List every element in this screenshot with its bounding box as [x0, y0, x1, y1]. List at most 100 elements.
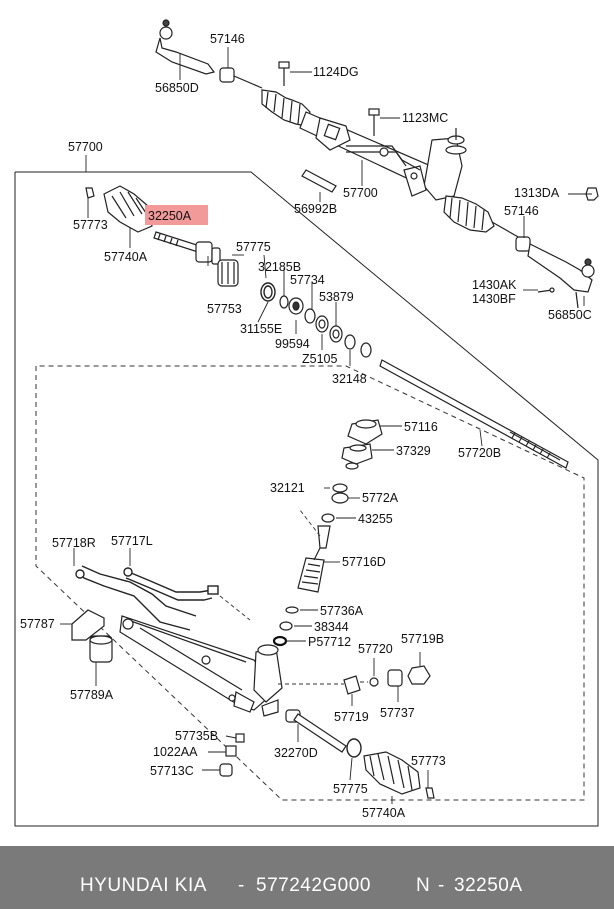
seal-37329	[341, 443, 373, 465]
bellows-57753	[217, 259, 239, 287]
plug-57720	[369, 677, 379, 687]
seal-57116	[347, 419, 383, 445]
footer-separator-1: -	[238, 875, 245, 896]
nut-left-top	[219, 67, 263, 89]
seal-P57712	[272, 635, 288, 647]
part-labels: 56850D 57146 1124DG 1123MC 57700 57700 5…	[20, 32, 592, 820]
label-57736A: 57736A	[320, 604, 364, 618]
bracket-57787	[71, 609, 105, 641]
ring-32185B	[279, 295, 289, 309]
label-43255: 43255	[358, 512, 393, 526]
bushing-99594	[288, 297, 304, 315]
label-32270D: 32270D	[274, 746, 318, 760]
label-P57712: P57712	[308, 635, 351, 649]
rack-housing-assembly	[261, 89, 521, 239]
ring-38344	[279, 621, 293, 631]
oring-57734	[304, 308, 316, 324]
label-1022AA: 1022AA	[153, 745, 198, 759]
label-32250A: 32250A	[148, 209, 192, 223]
clip-57773-bottom	[425, 787, 435, 799]
label-56850C: 56850C	[548, 308, 592, 322]
label-1430AK: 1430AK	[472, 278, 517, 292]
label-5772A: 5772A	[362, 491, 399, 505]
label-57720: 57720	[358, 642, 393, 656]
tie-rod-end-left	[155, 19, 216, 75]
inner-tie-rod-32270D	[285, 709, 347, 753]
washer-Z5105	[315, 315, 329, 333]
cap-57713C	[219, 763, 233, 777]
label-57773-bottom: 57773	[411, 754, 446, 768]
inner-dashed-frame	[35, 365, 585, 801]
label-57146-right: 57146	[504, 204, 539, 218]
label-57740A-bottom: 57740A	[362, 806, 406, 820]
label-57720B: 57720B	[458, 446, 501, 460]
label-57735B: 57735B	[175, 729, 218, 743]
ring-32121	[332, 483, 348, 493]
label-31155E: 31155E	[240, 322, 282, 336]
label-99594: 99594	[275, 337, 310, 351]
label-57753: 57753	[207, 302, 242, 316]
boot-57740A-bottom	[363, 751, 421, 795]
boot-57740A-top	[103, 185, 153, 233]
ring-5772A	[331, 492, 349, 504]
label-56850D: 56850D	[155, 81, 199, 95]
bolt-57735B	[235, 733, 245, 743]
assembly-frame	[14, 171, 599, 827]
seal-43255	[321, 513, 335, 523]
feed-pipe-left-57718R	[75, 565, 197, 631]
label-57116: 57116	[404, 420, 438, 434]
dashed-guide-lines	[219, 509, 368, 685]
label-57775-top: 57775	[236, 240, 271, 254]
label-57146-top: 57146	[210, 32, 245, 46]
tie-rod-end-right	[527, 243, 595, 309]
washer-53879	[329, 325, 343, 343]
ring-57736A	[285, 606, 299, 614]
label-57718R: 57718R	[52, 536, 96, 550]
label-56992B: 56992B	[294, 202, 337, 216]
footer-separator-2: -	[438, 875, 445, 896]
highlight-box-32250A	[145, 205, 208, 225]
leader-lines	[60, 47, 592, 804]
cap-1022AA	[225, 745, 237, 757]
footer-part-number: 577242G000	[256, 875, 371, 896]
bushing-57789A	[89, 635, 113, 663]
label-57734: 57734	[290, 273, 325, 287]
bolt-1123MC	[368, 108, 380, 136]
label-32148: 32148	[332, 372, 367, 386]
bolt-1124DG	[278, 61, 290, 86]
label-1313DA: 1313DA	[514, 186, 560, 200]
label-57700-assy: 57700	[343, 186, 378, 200]
feed-pipe-right-57717L	[123, 567, 219, 601]
plate-56992B	[301, 169, 337, 193]
label-57787: 57787	[20, 617, 55, 631]
footer-brand: HYUNDAI KIA	[80, 875, 207, 896]
ring-31155E	[260, 282, 276, 302]
label-57713C: 57713C	[150, 764, 194, 778]
label-57700-top: 57700	[68, 140, 103, 154]
label-57775-bottom: 57775	[333, 782, 368, 796]
label-57740A-top: 57740A	[104, 250, 148, 264]
label-57719: 57719	[334, 710, 369, 724]
label-53879: 53879	[319, 290, 354, 304]
label-57773-top: 57773	[73, 218, 108, 232]
label-32185B: 32185B	[258, 260, 301, 274]
valve-pinion-57716D	[297, 525, 331, 593]
label-Z5105: Z5105	[302, 352, 337, 366]
inner-tie-rod-32250A	[153, 231, 221, 265]
label-57737: 57737	[380, 706, 415, 720]
plug-57719	[343, 675, 361, 695]
label-1123MC: 1123MC	[402, 111, 448, 125]
yoke-57737	[387, 669, 403, 687]
label-1430BF: 1430BF	[472, 292, 516, 306]
label-1124DG: 1124DG	[313, 65, 359, 79]
ring-small-pinion	[345, 462, 359, 470]
label-37329: 37329	[396, 444, 431, 458]
label-57789A: 57789A	[70, 688, 114, 702]
cotter-pin-1430	[537, 287, 555, 293]
clip-57773-top	[85, 187, 95, 199]
footer-ref-number: 32250A	[454, 875, 523, 896]
gear-housing	[119, 615, 283, 717]
footer-bar	[0, 846, 614, 909]
nut-57719B	[407, 665, 431, 685]
